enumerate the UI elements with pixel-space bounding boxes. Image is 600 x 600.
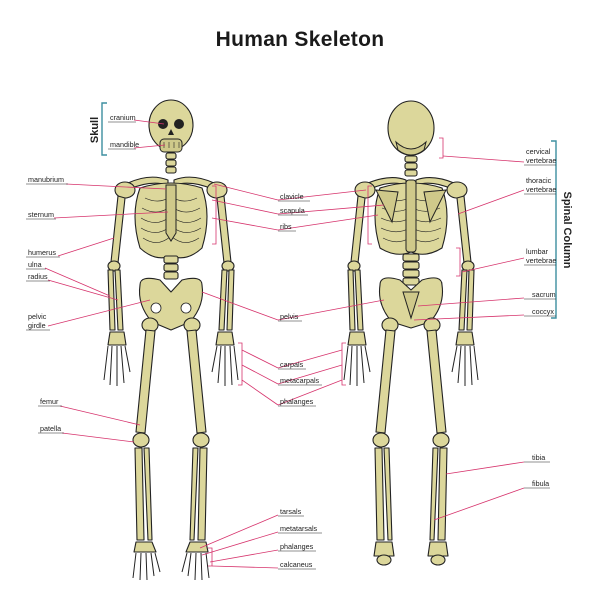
label-girdle: girdle [28,321,46,330]
spinal-column-group-label: Spinal Column [561,192,573,269]
label-sacrum: sacrum [532,290,556,299]
label-coccyx: coccyx [532,307,554,316]
label-clavicle: clavicle [280,192,304,201]
back-sacrum [402,291,420,320]
front-sternum [165,184,177,242]
label-thoracic-vertebrae: vertebrae [526,185,556,194]
label-cervical: cervical [526,147,551,156]
label-phalanges-hand: phalanges [280,397,314,406]
label-pelvis: pelvis [280,312,299,321]
skull-group-label: Skull [89,117,101,143]
label-phalanges-foot: phalanges [280,542,314,551]
label-carpals: carpals [280,360,304,369]
front-humerus [110,195,126,264]
label-ribs: ribs [280,222,292,231]
label-lumbar-vertebrae: vertebrae [526,256,556,265]
label-ulna: ulna [28,260,42,269]
nasal-cavity [168,129,174,135]
label-cranium: cranium [110,113,136,122]
skull-bracket [101,102,107,156]
front-skeleton [103,99,239,581]
back-fibula [383,447,393,541]
label-manubrium: manubrium [28,175,64,184]
label-cervical-vertebrae: vertebrae [526,156,556,165]
spinal-column-bracket [551,140,557,319]
back-scapula [375,189,399,224]
back-skeleton [343,100,479,566]
label-sternum: sternum [28,210,54,219]
label-mandible: mandible [110,140,139,149]
label-patella: patella [40,424,61,433]
back-cranium [387,100,435,156]
page-title: Human Skeleton [215,28,385,51]
label-radius: radius [28,272,48,281]
label-tarsals: tarsals [280,507,302,516]
front-patella [132,432,150,448]
label-tibia: tibia [532,453,545,462]
front-ulna [107,269,116,331]
label-thoracic: thoracic [526,176,552,185]
front-femur [135,329,156,434]
back-tibia [374,447,385,541]
label-pelvic: pelvic [28,312,47,321]
label-humerus: humerus [28,248,56,257]
front-pelvis [138,277,204,331]
label-metacarpals: metacarpals [280,376,320,385]
label-femur: femur [40,397,59,406]
label-calcaneus: calcaneus [280,560,313,569]
label-fibula: fibula [532,479,549,488]
eye-socket [174,119,184,129]
label-lumbar: lumbar [526,247,549,256]
label-metatarsals: metatarsals [280,524,318,533]
front-radius [114,269,124,331]
label-scapula: scapula [280,206,305,215]
leader-lines [44,119,525,569]
